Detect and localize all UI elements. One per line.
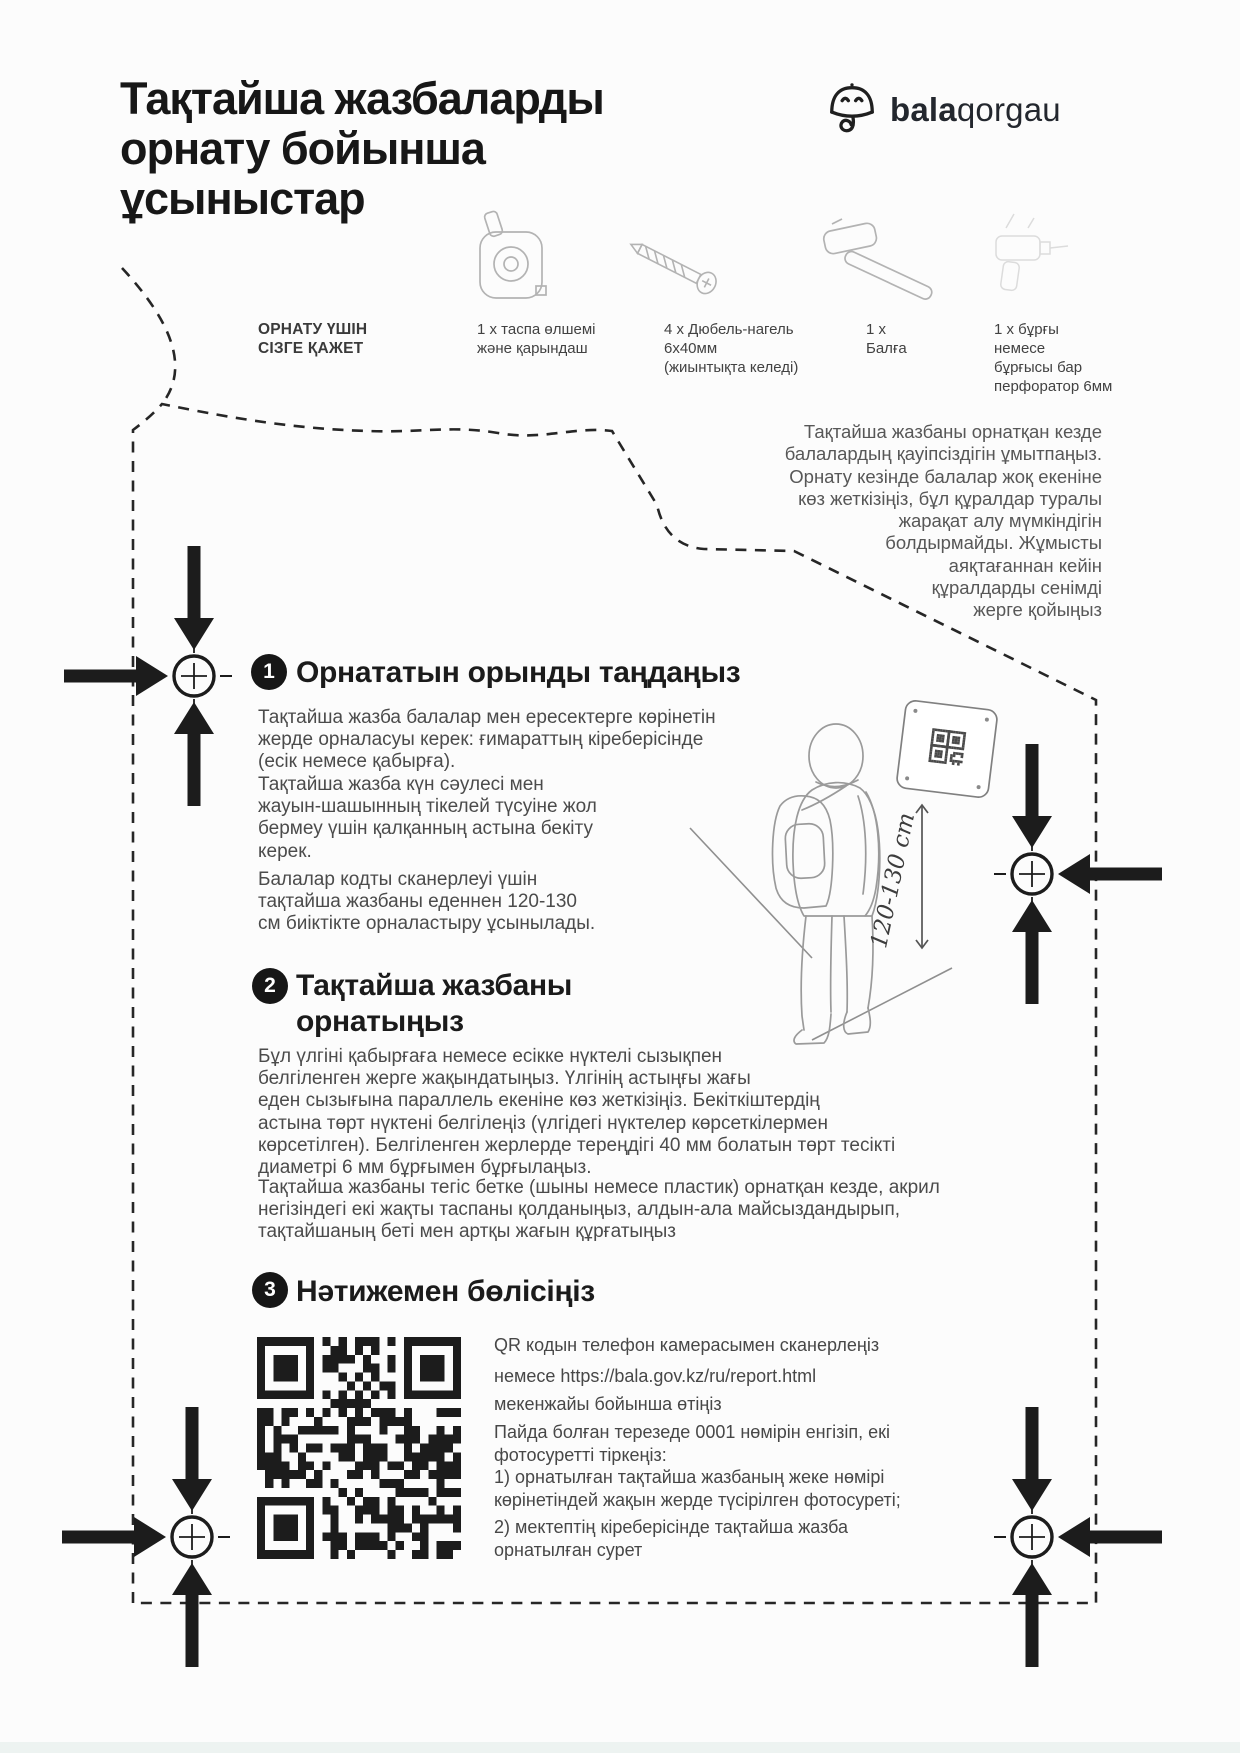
drill-icon [995, 213, 1069, 292]
section-2-title: Тақтайша жазбаны орнатыңыз [296, 969, 573, 1038]
section-3-title: Нәтижемен бөлісіңіз [296, 1275, 595, 1308]
tool-label-hammer: 1 х Балға [866, 321, 907, 357]
section-3-line-photo-1: 1) орнатылған тақтайша жазбаның жеке нөм… [494, 1467, 901, 1510]
section-1-paragraph-3: Балалар кодты сканерлеуі үшін тақтайша ж… [258, 869, 596, 935]
section-2-paragraph-1: Бұл үлгіні қабырғаға немесе есікке нүкте… [258, 1046, 896, 1179]
height-dimension-arrow [915, 803, 929, 950]
tape-measure-icon [479, 210, 547, 299]
tool-label-drill: 1 х бұрғы немесе бұрғысы бар перфоратор … [994, 321, 1113, 395]
brand-logo: balaqorgau [826, 82, 1061, 138]
section-3-line-number: Пайда болған терезеде 0001 нөмірін енгіз… [494, 1422, 891, 1465]
qr-sign-plate [896, 700, 998, 798]
dowel-screw-icon [629, 243, 717, 295]
safety-note: Тақтайша жазбаны орнатқан кезде балалард… [784, 421, 1102, 621]
section-2-paragraph-2: Тақтайша жазбаны тегіс бетке (шыны немес… [258, 1177, 940, 1243]
section-3-line-scan: QR кодын телефон камерасымен сканерлеңіз [494, 1335, 880, 1355]
report-url-text: немесе https://bala.gov.kz/ru/report.htm… [494, 1366, 817, 1386]
umbrella-smile-icon [830, 83, 874, 133]
section-1-title: Орнататын орынды таңдаңыз [296, 656, 741, 689]
template-dashed-outline [121, 267, 1098, 1605]
brand-name-light: qorgau [956, 91, 1061, 128]
height-label: 120-130 cm [866, 811, 920, 951]
section-1-badge: 1 [251, 654, 287, 690]
qr-code [257, 1337, 461, 1559]
registration-mark [62, 1407, 230, 1667]
registration-mark [994, 744, 1162, 1004]
section-3-line-address: мекенжайы бойынша өтіңіз [494, 1394, 722, 1414]
tool-label-screws: 4 х Дюбель-нагель 6х40мм (жиынтықта келе… [664, 321, 799, 376]
section-1-paragraph-2: Тақтайша жазба күн сәулесі мен жауын-шаш… [258, 774, 597, 862]
page-title: Тақтайша жазбаларды орнату бойынша ұсыны… [120, 73, 605, 224]
registration-mark [994, 1407, 1162, 1667]
hammer-icon [822, 218, 933, 300]
section-3-badge: 3 [252, 1272, 288, 1308]
ground-lines [689, 827, 953, 1041]
registration-mark [64, 546, 232, 806]
page-edge-strip [0, 1742, 1240, 1753]
person-outline [771, 723, 881, 1045]
brand-name-bold: bala [890, 91, 957, 128]
section-2-badge: 2 [252, 968, 288, 1004]
tool-label-tape: 1 х таспа өлшемі және қарындаш [477, 321, 596, 357]
tools-header: ОРНАТУ ҮШІН СІЗГЕ ҚАЖЕТ [258, 321, 368, 357]
brand-name: balaqorgau [890, 91, 1061, 129]
section-1-paragraph-1: Тақтайша жазба балалар мен ересектерге к… [258, 707, 716, 773]
section-3-line-photo-2: 2) мектептің кіреберісінде тақтайша жазб… [494, 1517, 849, 1560]
